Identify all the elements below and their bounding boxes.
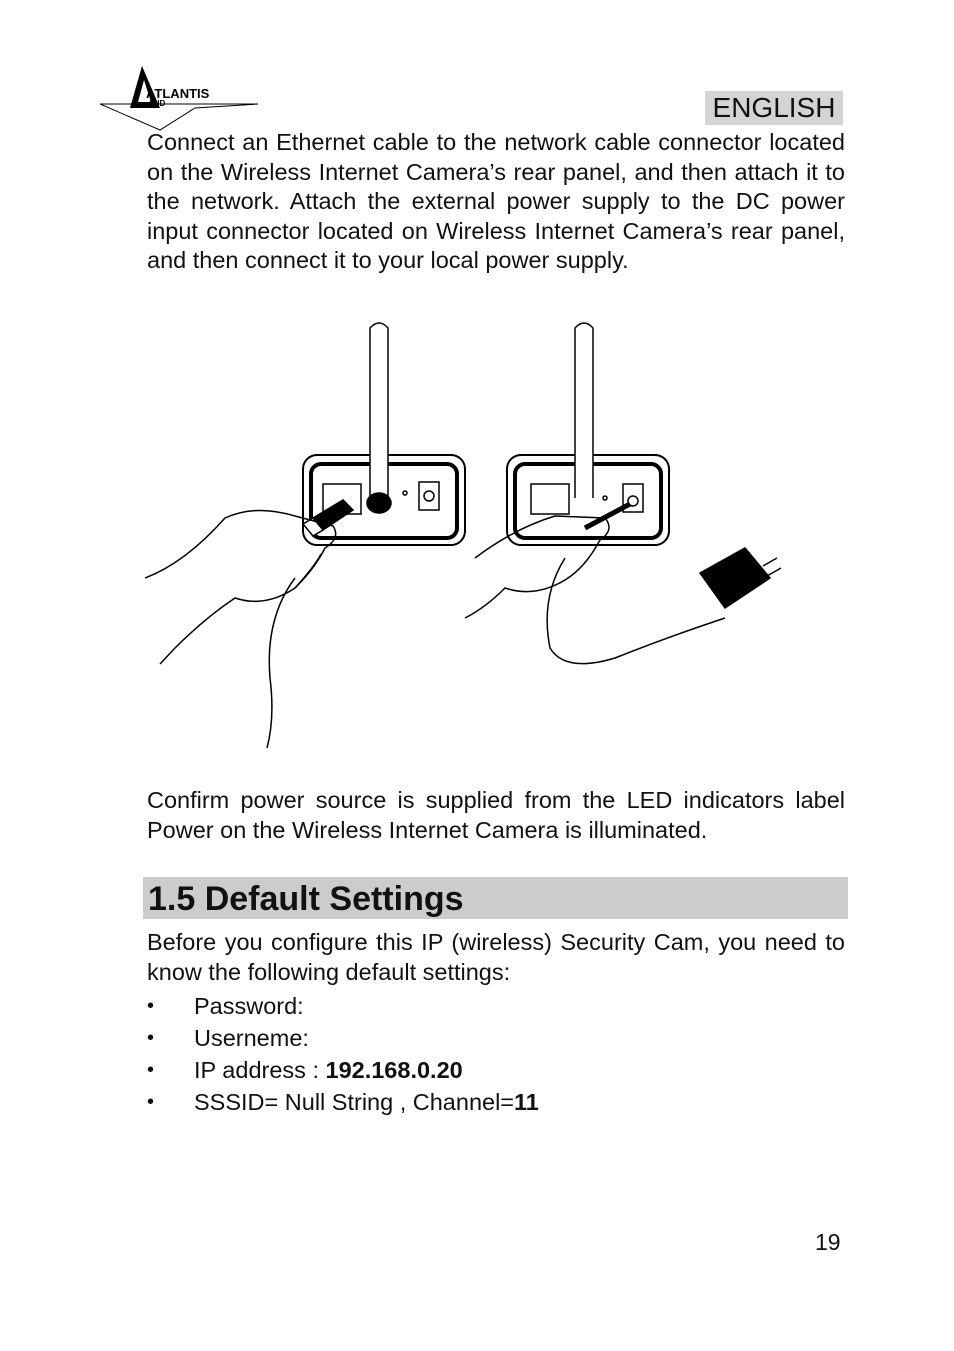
- confirm-paragraph: Confirm power source is supplied from th…: [147, 787, 845, 843]
- atlantis-logo: ATLANTIS AND: [99, 62, 260, 132]
- left-camera-rear-panel: [144, 322, 466, 749]
- page-number: 19: [815, 1229, 841, 1255]
- right-camera-rear-panel: [464, 322, 782, 665]
- list-item: • SSSID= Null String , Channel=11: [147, 1086, 539, 1118]
- intro-paragraph: Before you configure this IP (wireless) …: [147, 929, 845, 985]
- bullet-icon: •: [147, 1027, 155, 1049]
- bullet-icon: •: [147, 1091, 155, 1113]
- list-item: • IP address : 192.168.0.20: [147, 1054, 539, 1086]
- setting-label: Password:: [194, 993, 304, 1019]
- bullet-icon: •: [147, 995, 155, 1017]
- logo-subtext: AND: [148, 99, 166, 108]
- camera-connection-illustration: [144, 318, 785, 758]
- list-item: • Userneme:: [147, 1022, 539, 1054]
- setting-label: Userneme:: [194, 1025, 309, 1051]
- setting-label: IP address :: [194, 1057, 326, 1083]
- setting-value: 192.168.0.20: [325, 1057, 463, 1083]
- language-label: ENGLISH: [705, 91, 843, 125]
- section-heading: 1.5 Default Settings: [143, 877, 848, 919]
- logo-text: ATLANTIS: [146, 86, 210, 101]
- setting-value: 11: [514, 1089, 539, 1115]
- setting-label: SSSID= Null String , Channel=: [194, 1089, 515, 1115]
- connect-paragraph: Connect an Ethernet cable to the network…: [147, 129, 845, 274]
- default-settings-list: • Password: • Userneme: • IP address : 1…: [147, 990, 539, 1118]
- bullet-icon: •: [147, 1059, 155, 1081]
- list-item: • Password:: [147, 990, 539, 1022]
